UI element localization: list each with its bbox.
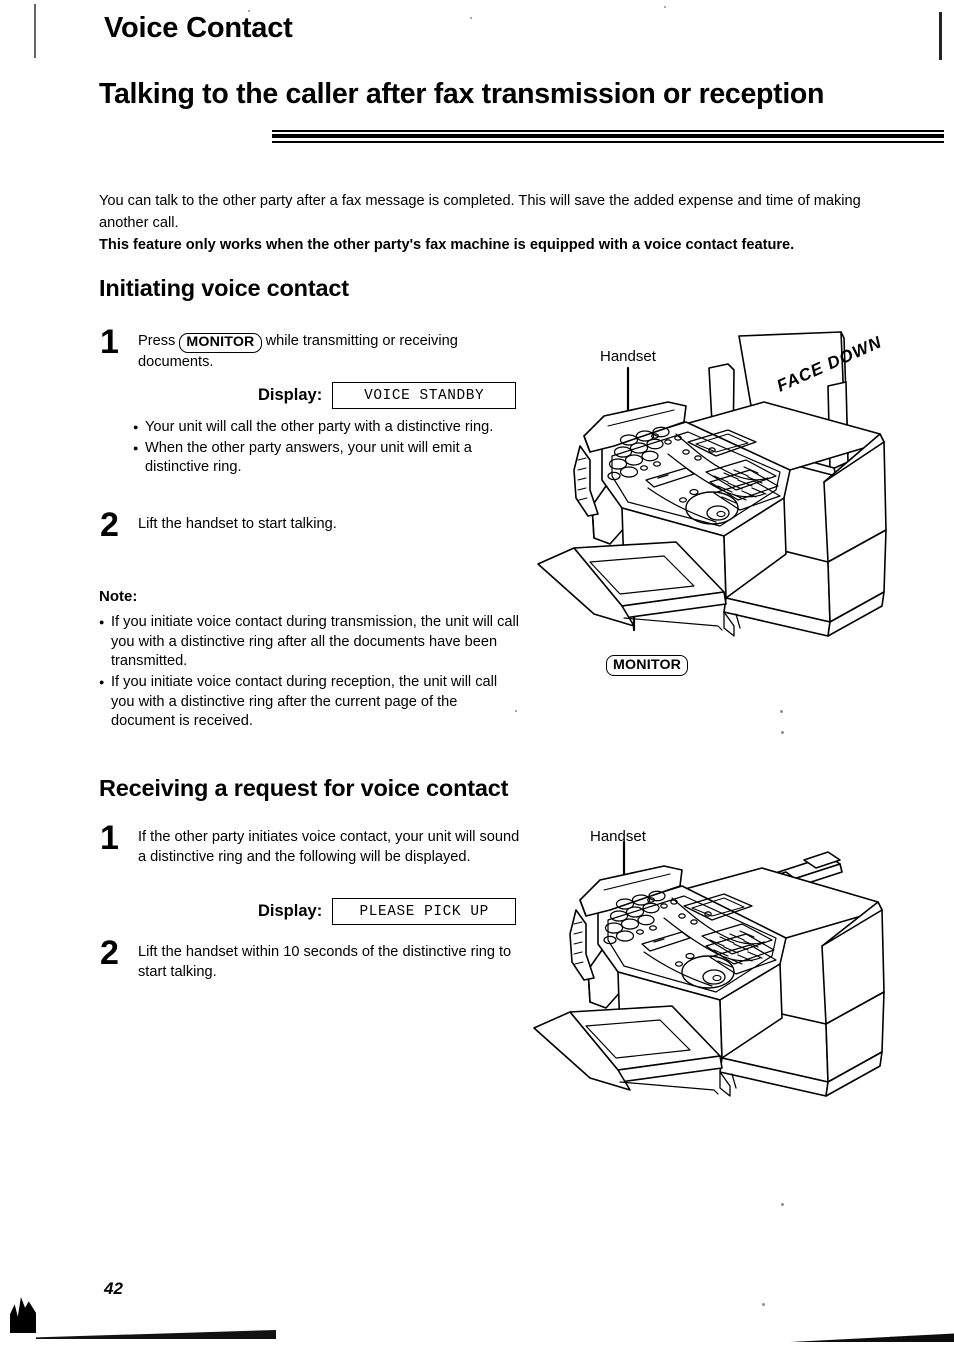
figure-fax-machine-with-document: FACE DOWN	[528, 330, 948, 690]
scan-artifact-bottom-left-blob	[10, 1297, 36, 1333]
step-text-before-key: Press	[138, 333, 176, 349]
keypad	[607, 426, 670, 481]
intro-line-1: You can talk to the other party after a …	[99, 193, 861, 232]
list-item: Your unit will call the other party with…	[133, 418, 519, 438]
list-item: If you initiate voice contact during rec…	[99, 673, 519, 732]
navigator-dial	[681, 955, 735, 989]
intro-line-2-bold: This feature only works when the other p…	[99, 237, 795, 254]
machine-feet	[719, 1071, 737, 1097]
lcd-window	[687, 429, 757, 457]
lcd-window	[683, 893, 753, 921]
one-touch-keys	[701, 923, 777, 975]
scan-speck	[781, 731, 784, 734]
step-text: If the other party initiates voice conta…	[138, 829, 520, 865]
handset	[569, 865, 683, 981]
slider-control	[645, 467, 695, 488]
keypad	[603, 890, 666, 945]
step-text-after-key: while transmitting or receiving document…	[138, 333, 458, 370]
navigator-dial	[685, 491, 739, 525]
step-number: 1	[100, 819, 119, 857]
scan-speck	[248, 10, 250, 12]
monitor-key-label[interactable]: MONITOR	[179, 333, 262, 353]
step-text: Lift the handset within 10 seconds of th…	[138, 944, 512, 980]
scan-artifact-left-edge	[34, 4, 36, 58]
chapter-title: Voice Contact	[104, 12, 293, 44]
intro-paragraph: You can talk to the other party after a …	[99, 190, 897, 257]
page-title: Talking to the caller after fax transmis…	[99, 78, 825, 110]
step-number: 2	[100, 506, 119, 544]
machine-feet	[723, 611, 741, 637]
scan-speck	[664, 6, 666, 8]
lcd-display-value: VOICE STANDBY	[332, 382, 517, 409]
step-number: 1	[100, 323, 119, 361]
page-number: 42	[104, 1279, 123, 1298]
list-item: If you initiate voice contact during tra…	[99, 613, 519, 672]
output-tray	[533, 1005, 723, 1095]
scan-artifact-bottom-left-sweep	[36, 1330, 276, 1339]
display-callout-voice-standby: Display: VOICE STANDBY	[258, 382, 517, 409]
handset	[573, 401, 687, 517]
handset-callout-label-1: Handset	[600, 348, 656, 365]
subheading-receiving-request: Receiving a request for voice contact	[99, 775, 509, 801]
one-touch-keys	[705, 459, 781, 511]
scan-artifact-bottom-right-sweep	[790, 1333, 954, 1342]
display-label: Display:	[258, 386, 323, 404]
lcd-display-value: PLEASE PICK UP	[332, 898, 517, 925]
initiating-bullet-list: Your unit will call the other party with…	[133, 418, 519, 479]
scan-artifact-right-edge	[939, 12, 942, 60]
note-label: Note:	[99, 588, 138, 605]
step-receiving-2: 2 Lift the handset within 10 seconds of …	[100, 934, 530, 982]
step-initiating-1: 1 Press MONITOR while transmitting or re…	[100, 323, 520, 372]
slider-control	[641, 931, 691, 952]
output-tray	[537, 541, 727, 631]
figure-fax-machine-plain	[528, 820, 948, 1120]
list-item: When the other party answers, your unit …	[133, 439, 519, 478]
section-title-rule	[272, 130, 944, 144]
monitor-callout-label: MONITOR	[606, 655, 689, 676]
function-buttons	[635, 897, 712, 967]
scan-speck	[781, 1203, 784, 1206]
display-label: Display:	[258, 902, 323, 920]
handset-callout-label-2: Handset	[590, 828, 646, 845]
step-initiating-2: 2 Lift the handset to start talking.	[100, 506, 520, 544]
note-bullet-list: If you initiate voice contact during tra…	[99, 613, 519, 733]
step-number: 2	[100, 934, 119, 972]
scan-speck	[762, 1303, 765, 1306]
subheading-initiating-voice-contact: Initiating voice contact	[99, 275, 349, 301]
step-receiving-1: 1 If the other party initiates voice con…	[100, 819, 530, 867]
scan-speck	[470, 17, 472, 19]
display-callout-please-pick-up: Display: PLEASE PICK UP	[258, 898, 517, 925]
step-text: Press MONITOR while transmitting or rece…	[138, 329, 520, 372]
scan-speck	[780, 710, 783, 713]
step-text: Lift the handset to start talking.	[138, 516, 337, 532]
